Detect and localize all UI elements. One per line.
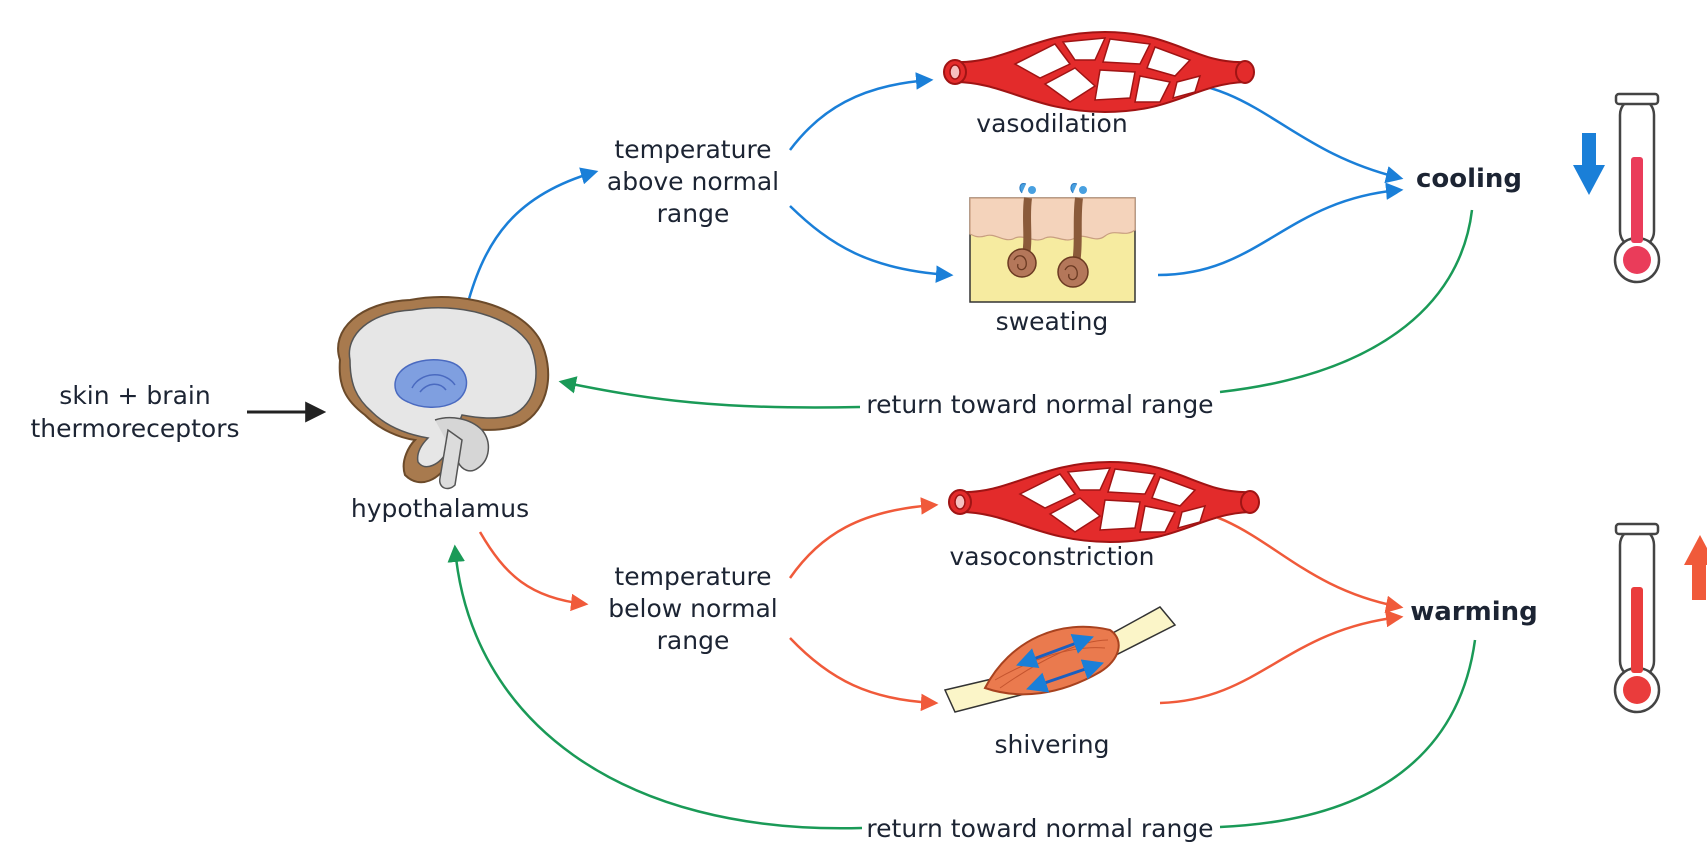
vasoconstriction-vessel-icon	[948, 461, 1260, 543]
high-temp-line3: range	[657, 199, 730, 228]
arrow-shivering-to-warming	[1159, 609, 1404, 705]
arrow-to-vasodilation	[789, 72, 934, 151]
low-temp-line2: below normal	[608, 594, 777, 623]
high-temp-line1: temperature	[614, 135, 771, 164]
muscle-icon	[943, 606, 1177, 713]
sweating-label: sweating	[996, 307, 1109, 336]
arrow-to-sweating	[789, 205, 954, 283]
feedback-warming-label: return toward normal range	[866, 814, 1213, 843]
input-label-line1: skin + brain	[59, 381, 210, 410]
high-temp-line2: above normal	[607, 167, 779, 196]
feedback-line-warming	[1219, 639, 1477, 829]
arrow-vasodilation-to-cooling	[1157, 78, 1404, 184]
up-arrow-icon	[1684, 535, 1707, 600]
low-temp-line3: range	[657, 626, 730, 655]
arrow-to-vasoconstriction	[788, 497, 939, 579]
feedback-arrow-warming	[447, 544, 863, 830]
warming-label: warming	[1410, 597, 1538, 627]
arrow-to-high-temp	[465, 167, 599, 307]
arrow-to-low-temp	[478, 531, 589, 612]
vasoconstriction-label: vasoconstriction	[949, 542, 1154, 571]
cooling-label: cooling	[1416, 164, 1522, 194]
feedback-cooling-label: return toward normal range	[866, 390, 1213, 419]
low-temp-line1: temperature	[614, 562, 771, 591]
feedback-line-cooling	[1219, 209, 1474, 394]
thermometer-warming-icon	[1613, 522, 1661, 714]
hypothalamus-label: hypothalamus	[351, 494, 529, 523]
input-label-line2: thermoreceptors	[30, 414, 239, 443]
vasodilation-vessel-icon	[943, 31, 1255, 113]
shivering-label: shivering	[995, 730, 1110, 759]
feedback-arrow-cooling	[558, 376, 861, 409]
vasodilation-label: vasodilation	[976, 109, 1127, 138]
down-arrow-icon	[1573, 133, 1605, 195]
arrow-to-shivering	[789, 637, 939, 712]
thermometer-cooling-icon	[1613, 92, 1661, 284]
brain-hypothalamus-icon	[337, 296, 550, 490]
skin-sweat-gland-icon	[969, 183, 1136, 303]
arrow-sweating-to-cooling	[1157, 182, 1404, 277]
